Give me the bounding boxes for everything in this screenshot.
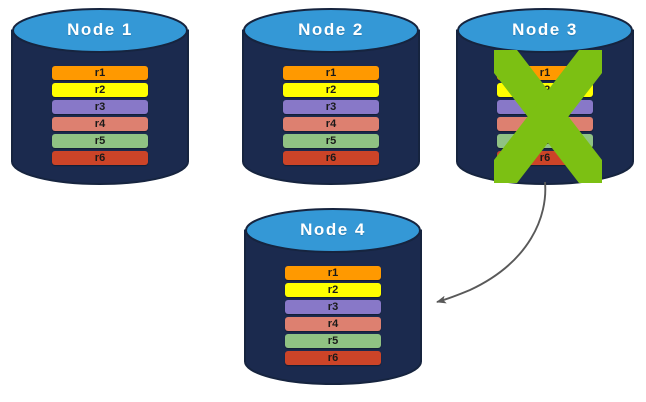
row-bar-r4[interactable]: r4 bbox=[285, 317, 381, 331]
row-bar-r6[interactable]: r6 bbox=[52, 151, 148, 165]
row-label: r4 bbox=[539, 118, 551, 130]
row-label: r3 bbox=[539, 101, 551, 113]
row-label: r5 bbox=[539, 135, 551, 147]
row-label: r6 bbox=[539, 152, 551, 164]
node-rows: r1 r2 r3 r4 r5 r6 bbox=[245, 266, 421, 365]
row-label: r1 bbox=[325, 67, 337, 79]
node-rows: r1 r2 r3 r4 r5 r6 bbox=[12, 66, 188, 165]
cylinder-top-ellipse bbox=[457, 8, 633, 53]
row-label: r1 bbox=[539, 67, 551, 79]
row-label: r4 bbox=[325, 118, 337, 130]
row-bar-r5[interactable]: r5 bbox=[52, 134, 148, 148]
row-bar-r6[interactable]: r6 bbox=[283, 151, 379, 165]
row-label: r2 bbox=[94, 84, 106, 96]
row-bar-r5[interactable]: r5 bbox=[285, 334, 381, 348]
cylinder-top-ellipse bbox=[12, 8, 188, 53]
row-label: r5 bbox=[94, 135, 106, 147]
row-label: r6 bbox=[325, 152, 337, 164]
row-label: r3 bbox=[94, 101, 106, 113]
row-bar-r2[interactable]: r2 bbox=[52, 83, 148, 97]
row-bar-r3[interactable]: r3 bbox=[283, 100, 379, 114]
cylinder-top-ellipse bbox=[243, 8, 419, 53]
row-bar-r6[interactable]: r6 bbox=[285, 351, 381, 365]
row-bar-r5[interactable]: r5 bbox=[283, 134, 379, 148]
row-label: r6 bbox=[327, 352, 339, 364]
row-label: r6 bbox=[94, 152, 106, 164]
cylinder-top-ellipse bbox=[245, 208, 421, 253]
row-label: r2 bbox=[327, 284, 339, 296]
row-bar-r4[interactable]: r4 bbox=[52, 117, 148, 131]
row-bar-r4[interactable]: r4 bbox=[497, 117, 593, 131]
row-bar-r3[interactable]: r3 bbox=[285, 300, 381, 314]
row-bar-r1[interactable]: r1 bbox=[52, 66, 148, 80]
row-bar-r6[interactable]: r6 bbox=[497, 151, 593, 165]
row-label: r2 bbox=[325, 84, 337, 96]
node-rows: r1 r2 r3 r4 r5 r6 bbox=[457, 66, 633, 165]
row-label: r4 bbox=[327, 318, 339, 330]
row-bar-r1[interactable]: r1 bbox=[283, 66, 379, 80]
row-label: r1 bbox=[94, 67, 106, 79]
row-bar-r4[interactable]: r4 bbox=[283, 117, 379, 131]
row-label: r5 bbox=[327, 335, 339, 347]
row-bar-r2[interactable]: r2 bbox=[283, 83, 379, 97]
row-label: r4 bbox=[94, 118, 106, 130]
node-rows: r1 r2 r3 r4 r5 r6 bbox=[243, 66, 419, 165]
row-bar-r3[interactable]: r3 bbox=[497, 100, 593, 114]
row-bar-r2[interactable]: r2 bbox=[285, 283, 381, 297]
row-label: r3 bbox=[325, 101, 337, 113]
row-bar-r2[interactable]: r2 bbox=[497, 83, 593, 97]
row-bar-r1[interactable]: r1 bbox=[285, 266, 381, 280]
row-label: r5 bbox=[325, 135, 337, 147]
row-label: r1 bbox=[327, 267, 339, 279]
row-label: r2 bbox=[539, 84, 551, 96]
row-label: r3 bbox=[327, 301, 339, 313]
row-bar-r3[interactable]: r3 bbox=[52, 100, 148, 114]
row-bar-r1[interactable]: r1 bbox=[497, 66, 593, 80]
row-bar-r5[interactable]: r5 bbox=[497, 134, 593, 148]
